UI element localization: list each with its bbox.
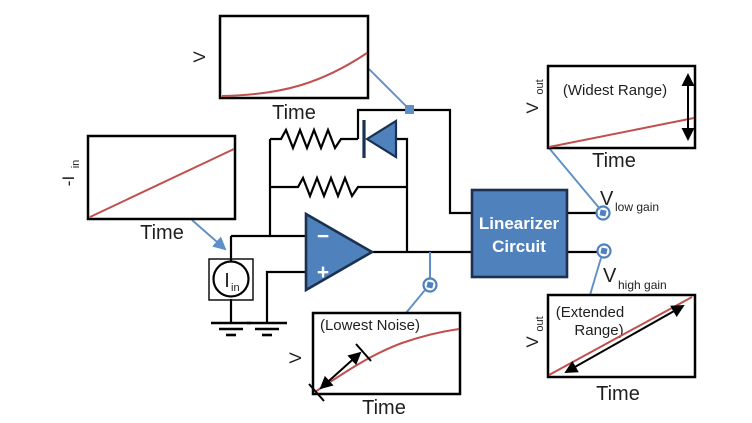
diode-voltage-curve bbox=[221, 52, 368, 97]
lowest-noise-slope-arrow bbox=[319, 351, 362, 390]
input-current-xlabel: Time bbox=[140, 222, 184, 244]
diode-voltage-ylabel: V bbox=[190, 51, 209, 63]
low-gain-label-sub: low gain bbox=[615, 200, 659, 214]
graph-input-current: -I in Time bbox=[59, 134, 237, 244]
probe-node-cathode[interactable] bbox=[405, 105, 414, 114]
graph-diode-voltage: V Time bbox=[190, 14, 370, 124]
lowest-noise-title: (Lowest Noise) bbox=[320, 317, 420, 334]
terminal-high-gain[interactable] bbox=[596, 243, 612, 259]
annotation-noise-link bbox=[405, 289, 426, 314]
high-gain-label: V bbox=[603, 265, 617, 287]
wire-cathode-to-linearizer-top bbox=[356, 108, 472, 215]
opamp-triangle bbox=[304, 211, 375, 293]
input-current-curve bbox=[89, 148, 235, 218]
opamp-noninverting-label: + bbox=[317, 261, 329, 284]
high-gain-label-sub: high gain bbox=[618, 278, 667, 292]
linearizer-label-line1: Linearizer bbox=[479, 214, 560, 233]
annotation-input-current-link bbox=[191, 219, 227, 251]
extended-range-span-arrow bbox=[564, 305, 685, 373]
linearizer-block: Linearizer Circuit bbox=[470, 188, 569, 279]
opamp: − + bbox=[304, 211, 375, 293]
low-gain-label: V bbox=[600, 188, 614, 210]
widest-range-ylabel: V bbox=[523, 102, 542, 114]
feedback-resistor-2 bbox=[270, 174, 407, 200]
annotation-low-gain-link bbox=[548, 147, 601, 210]
input-current-ylabel: -I bbox=[59, 176, 78, 186]
output-label-high-gain: V high gain bbox=[603, 265, 667, 292]
widest-range-title: (Widest Range) bbox=[563, 82, 667, 99]
extended-range-ylabel: V bbox=[523, 336, 542, 348]
extended-range-title-line2: Range) bbox=[574, 322, 623, 339]
annotation-lines bbox=[191, 68, 602, 314]
diode-voltage-xlabel: Time bbox=[272, 102, 316, 124]
ground-symbol-source bbox=[211, 321, 251, 337]
input-current-ylabel-sub: in bbox=[70, 160, 82, 169]
probe-node-output[interactable] bbox=[422, 252, 438, 293]
current-source-label-sub: in bbox=[231, 282, 240, 294]
wire-noninverting-to-ground bbox=[265, 270, 305, 322]
annotation-high-gain-link bbox=[589, 257, 602, 296]
annotation-diode-voltage-link bbox=[368, 68, 408, 108]
lowest-noise-xlabel: Time bbox=[362, 397, 406, 419]
wire-source-to-inverting-input bbox=[229, 234, 305, 261]
extended-range-xlabel: Time bbox=[596, 383, 640, 405]
feedback-resistor-1 bbox=[270, 126, 358, 152]
widest-range-ylabel-sub: out bbox=[534, 79, 546, 94]
graph-extended-range: (Extended Range) V out Time bbox=[523, 293, 697, 405]
widest-range-curve bbox=[548, 117, 695, 148]
opamp-inverting-label: − bbox=[317, 225, 329, 248]
output-label-low-gain: V low gain bbox=[600, 188, 659, 214]
terminal-low-gain[interactable] bbox=[595, 205, 611, 221]
lowest-noise-slope-tick-start bbox=[308, 383, 325, 402]
ground-symbol-noninverting bbox=[247, 321, 287, 337]
extended-range-title-line1: (Extended bbox=[556, 304, 624, 321]
wire-anode-down bbox=[396, 137, 409, 252]
log-diode bbox=[362, 119, 398, 159]
lowest-noise-slope-tick-end bbox=[355, 343, 372, 362]
linearizer-label-line2: Circuit bbox=[492, 237, 546, 256]
current-source-label: I bbox=[224, 270, 230, 292]
current-source: I in bbox=[208, 258, 254, 301]
lowest-noise-ylabel: V bbox=[286, 352, 305, 364]
diode-triangle bbox=[364, 119, 398, 159]
graph-widest-range: (Widest Range) V out Time bbox=[523, 64, 697, 172]
graph-lowest-noise: (Lowest Noise) V Time bbox=[286, 311, 462, 419]
widest-range-xlabel: Time bbox=[592, 150, 636, 172]
extended-range-ylabel-sub: out bbox=[534, 316, 546, 331]
